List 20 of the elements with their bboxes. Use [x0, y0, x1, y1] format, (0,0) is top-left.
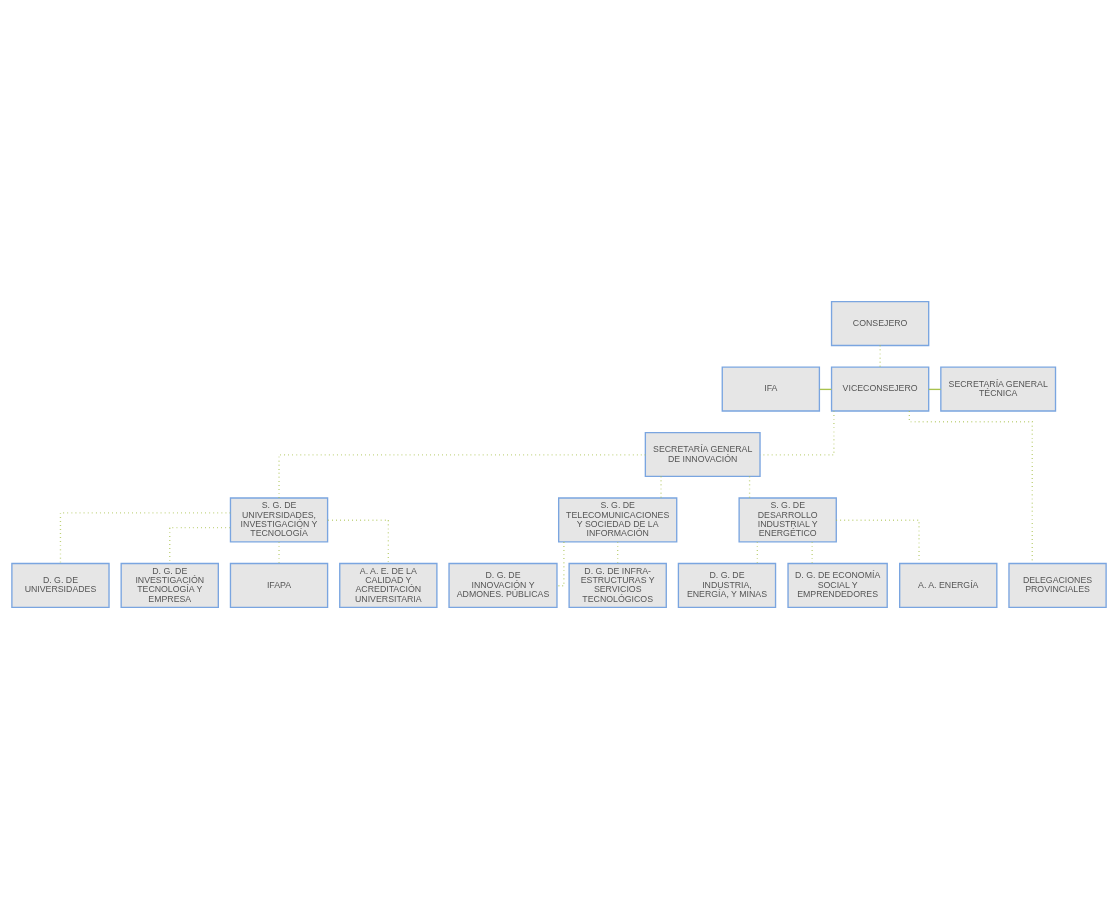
node-box: S. G. DE DESARROLLO INDUSTRIAL Y ENERGÉTICO	[738, 496, 837, 543]
node-box: D. G. DE UNIVERSIDADES	[11, 562, 110, 608]
node-box: VICECONSEJERO	[830, 365, 930, 412]
connector	[59, 511, 231, 564]
node-box: D. G. DE INNOVACIÓN Y ADMONES. PÚBLICAS	[448, 562, 558, 608]
node-box: A. A. E. DE LA CALIDAD Y ACREDITACIÓN UNIVERSITARIA	[339, 562, 438, 608]
node-box: IFAPA	[229, 562, 329, 608]
connector	[169, 526, 231, 564]
node-box: IFA	[721, 365, 821, 412]
node-box: A. A. ENERGÍA	[899, 562, 998, 608]
node-box: DELEGACIONES PROVINCIALES	[1008, 562, 1107, 608]
node-box: SECRETARÍA GENERAL DE INNOVACIÓN	[644, 431, 761, 477]
node-box: S. G. DE UNIVERSIDADES, INVESTIGACIÓN Y TECNOLOGÍA	[229, 496, 329, 543]
node-box: D. G. DE ECONOMÍA SOCIAL Y EMPRENDEDORES	[787, 562, 888, 608]
node-box: D. G. DE INFRA- ESTRUCTURAS Y SERVICIOS TECNOLÓGICOS	[568, 562, 667, 608]
node-box: CONSEJERO	[830, 300, 930, 346]
node-box: SECRETARÍA GENERAL TÉCNICA	[940, 365, 1057, 412]
node-box: D. G. DE INVESTIGACIÓN TECNOLOGÍA Y EMPRESA	[120, 562, 219, 608]
node-box: D. G. DE INDUSTRIA, ENERGÍA, Y MINAS	[677, 562, 777, 608]
node-box: S. G. DE TELECOMUNICACIONES Y SOCIEDAD DE LA INFORMACIÓN	[558, 496, 678, 543]
